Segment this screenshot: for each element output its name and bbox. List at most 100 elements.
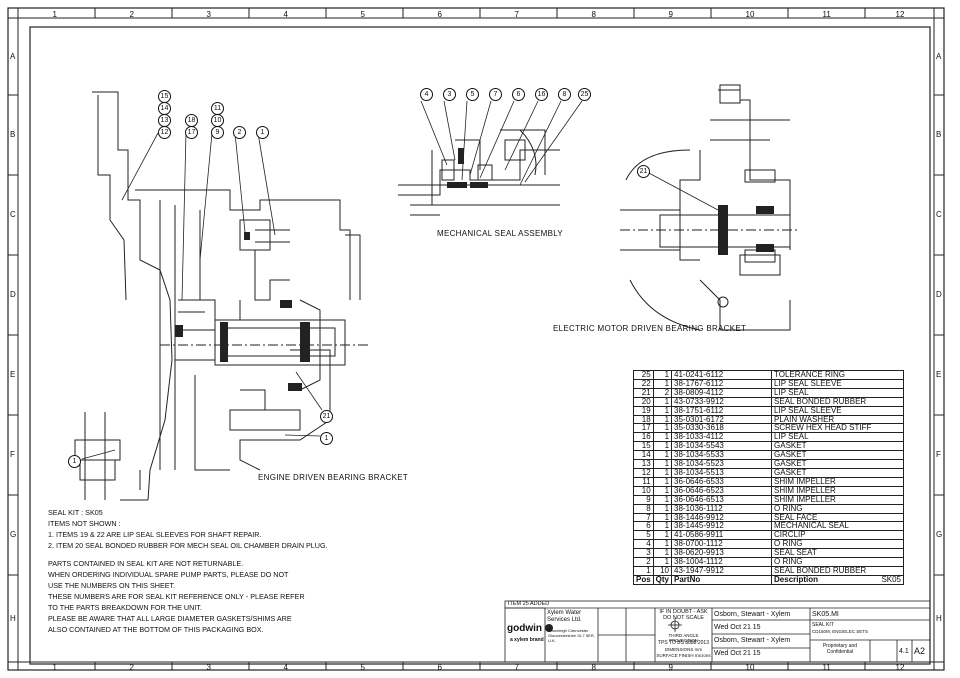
grid-row-label: E [936, 370, 942, 379]
balloon-engine: 18 [185, 114, 198, 127]
grid-row-label: B [936, 130, 942, 139]
note-line: WHEN ORDERING INDIVIDUAL SPARE PUMP PART… [48, 570, 289, 579]
surface-note: SURFACE FINISH microns [656, 653, 711, 658]
balloon-engine: 1 [256, 126, 269, 139]
grid-column-label: 1 [52, 663, 57, 672]
bom-cell-partno: 38-1751-6112 [671, 405, 773, 416]
bom-cell-pos: 9 [633, 494, 654, 505]
bom-cell-desc: O RING [771, 503, 905, 514]
bom-cell-qty: 1 [652, 485, 673, 496]
balloon-engine: 1 [320, 432, 333, 445]
bom-cell-pos: 21 [633, 387, 654, 398]
revision-note: ITEM 25 ADDED [508, 601, 550, 607]
grid-row-label: A [936, 51, 942, 61]
bom-cell-desc: SEAL BONDED RUBBER [771, 396, 905, 407]
grid-column-label: 3 [206, 663, 211, 672]
balloon-mech: 25 [578, 88, 591, 101]
note-line: 1. ITEMS 19 & 22 ARE LIP SEAL SLEEVES FO… [48, 530, 262, 539]
bom-cell-desc: SHIM IMPELLER [771, 494, 905, 505]
bom-cell-desc: O RING [771, 557, 905, 567]
note-line: 2. ITEM 20 SEAL BONDED RUBBER FOR MECH S… [48, 541, 328, 550]
grid-row-label: C [936, 210, 942, 219]
grid-column-label: 5 [360, 10, 365, 19]
grid-row-label: D [936, 290, 942, 299]
dimensions-note: DIMENSIONS mm [664, 647, 703, 652]
bom-cell-partno: 38-1036-1112 [671, 503, 773, 514]
drawn-by: Osborn, Stewart - Xylem [714, 611, 791, 618]
grid-row-label: H [10, 613, 16, 623]
bom-cell-pos: 11 [633, 476, 654, 487]
bom-cell-qty: 1 [652, 512, 673, 523]
grid-column-label: 3 [206, 10, 211, 19]
bom-cell-desc: SHIM IMPELLER [771, 476, 905, 487]
bom-cell-pos: 10 [633, 485, 654, 496]
note-line: TO THE PARTS BREAKDOWN FOR THE UNIT. [48, 603, 202, 612]
grid-column-label: 2 [129, 10, 134, 19]
balloon-mech: 5 [466, 88, 479, 101]
seal-kit-notes: SEAL KIT : SK05 ITEMS NOT SHOWN : 1. ITE… [48, 507, 328, 635]
bom-cell-desc: SEAL BONDED RUBBER [771, 565, 905, 576]
bom-cell-qty: 10 [652, 565, 673, 576]
bom-cell-qty: 1 [652, 548, 673, 559]
balloon-mech: 6 [512, 88, 525, 101]
grid-column-label: 6 [437, 10, 442, 19]
bom-header-qty: Qty [652, 574, 673, 585]
bom-cell-qty: 1 [652, 530, 673, 541]
bom-cell-qty: 1 [652, 396, 673, 407]
company-name: Xylem Water Services Ltd. [547, 610, 582, 623]
bom-cell-desc: LIP SEAL SLEEVE [771, 405, 905, 416]
grid-column-label: 10 [745, 663, 755, 672]
bom-cell-desc: CIRCLIP [771, 530, 905, 541]
grid-row-label: F [936, 450, 941, 459]
bom-cell-qty: 1 [652, 494, 673, 505]
note-line: ITEMS NOT SHOWN : [48, 519, 121, 528]
bom-header-pos: Pos [633, 574, 654, 585]
grid-column-label: 1 [52, 10, 57, 19]
bom-cell-partno: 36-0646-6523 [671, 485, 773, 496]
balloon-mech: 3 [443, 88, 456, 101]
bom-cell-partno: 38-1767-6112 [671, 378, 773, 389]
checked-by: Osborn, Stewart - Xylem [714, 637, 791, 644]
balloon-mech: 16 [535, 88, 548, 101]
bom-cell-qty: 1 [652, 503, 673, 514]
grid-column-label: 6 [437, 663, 442, 672]
scale-note: DO NOT SCALE [663, 615, 704, 621]
drawing-title: SEAL KIT [812, 622, 834, 628]
electric-motor-view-title: ELECTRIC MOTOR DRIVEN BEARING BRACKET [553, 324, 747, 333]
grid-column-label: 12 [895, 663, 905, 672]
grid-row-label: G [10, 530, 17, 539]
bom-cell-pos: 19 [633, 405, 654, 416]
grid-row-label: D [10, 290, 16, 299]
bom-cell-partno: 38-0809-4112 [671, 387, 773, 398]
bom-cell-pos: 8 [633, 503, 654, 514]
bom-cell-pos: 20 [633, 396, 654, 407]
proprietary-note: Proprietary and Confidential [822, 643, 858, 655]
mechanical-seal-view-title: MECHANICAL SEAL ASSEMBLY [437, 229, 564, 238]
projection-note: THIRD ANGLE PROJECTION [668, 633, 699, 643]
balloon-engine: 1 [68, 455, 81, 468]
bom-cell-qty: 1 [652, 521, 673, 532]
bom-cell-qty: 1 [652, 557, 673, 567]
bom-cell-pos: 1 [633, 565, 654, 576]
doubt-note: IF IN DOUBT - ASK [659, 609, 708, 615]
bom-cell-desc: LIP SEAL SLEEVE [771, 378, 905, 389]
grid-row-label: G [936, 530, 943, 539]
balloon-engine: 12 [158, 126, 171, 139]
note-line: PLEASE BE AWARE THAT ALL LARGE DIAMETER … [48, 614, 292, 623]
balloon-electric: 21 [637, 165, 650, 178]
balloon-engine: 17 [185, 126, 198, 139]
grid-column-label: 5 [360, 663, 365, 672]
bom-cell-partno: 43-1947-9912 [671, 565, 773, 576]
